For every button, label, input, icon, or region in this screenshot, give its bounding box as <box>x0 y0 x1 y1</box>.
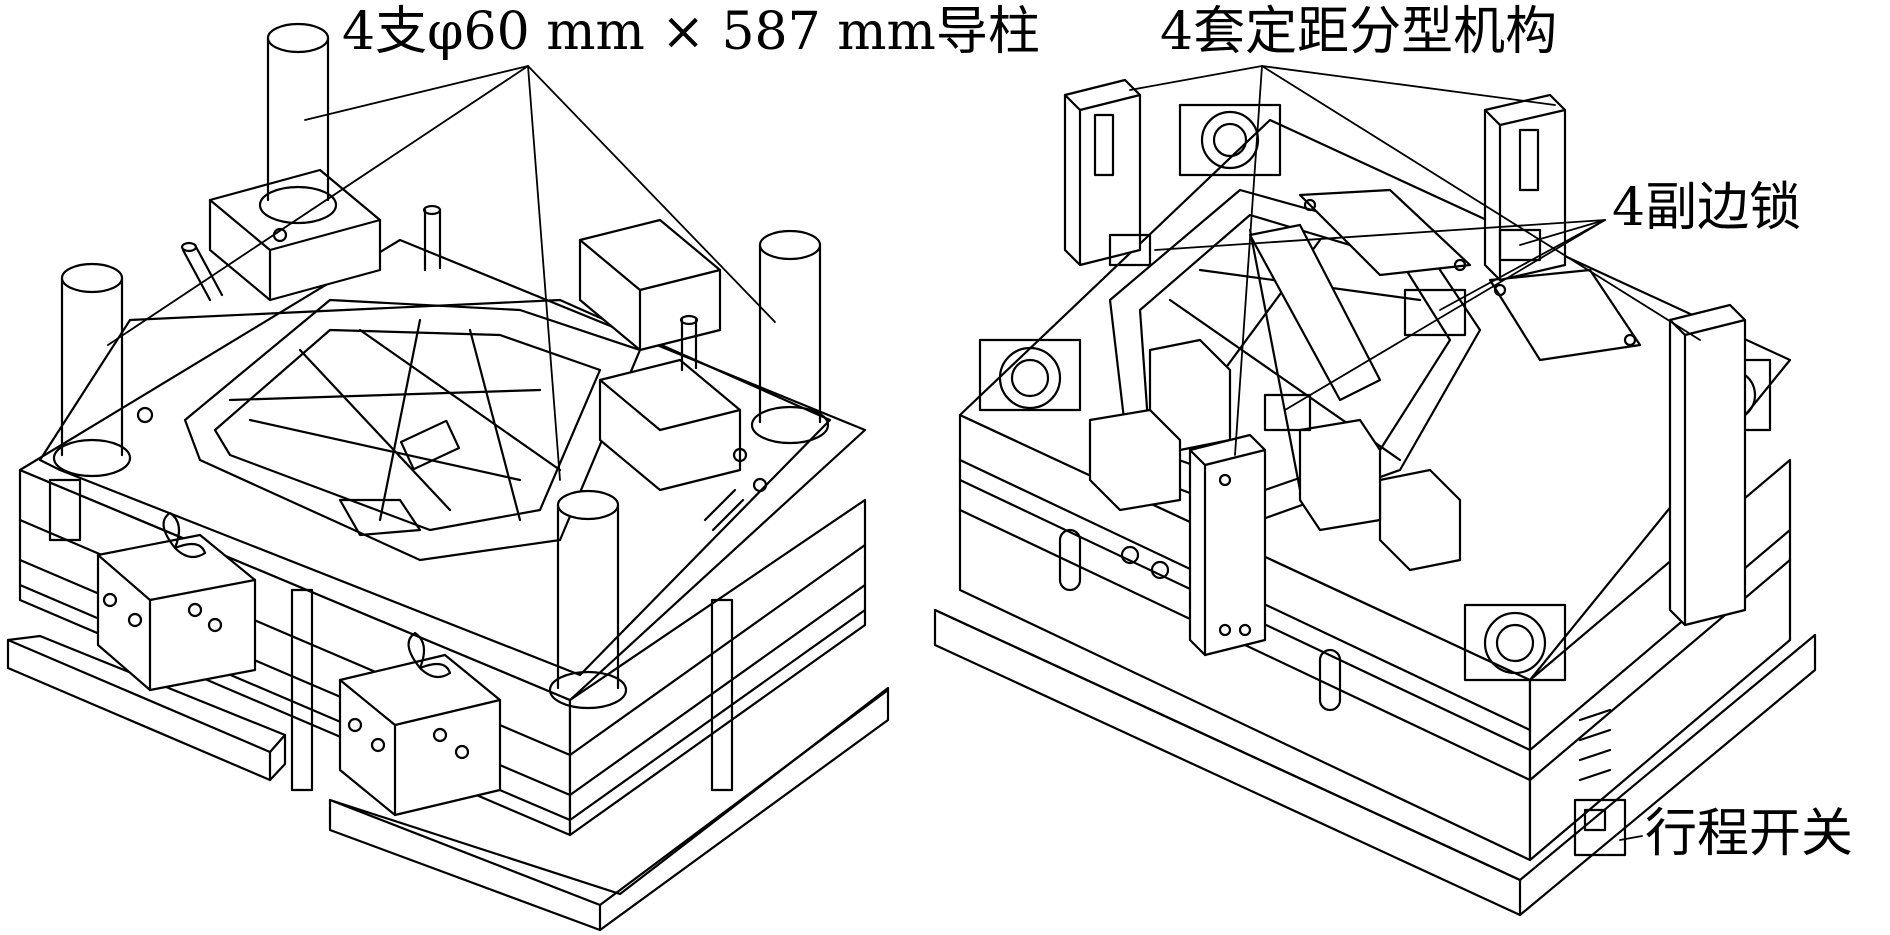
left-clamp-plate-left <box>6 634 287 782</box>
right-base-plate <box>933 608 1817 917</box>
left-mold <box>6 22 890 932</box>
leader-lines <box>107 65 1701 841</box>
right-parting-post-2 <box>1483 93 1567 282</box>
travel-switch-label: 行程开关 <box>1645 804 1854 864</box>
left-front-block-2 <box>338 631 502 817</box>
right-side-locks <box>1108 228 1542 432</box>
left-guide-pillar-4 <box>548 489 628 710</box>
left-guide-pillar-1 <box>258 22 338 225</box>
left-side-straps <box>48 478 734 792</box>
side-locks-label: 4副边锁 <box>1612 178 1802 238</box>
left-front-block-1 <box>96 511 257 692</box>
left-clamp-plate-right <box>328 686 890 932</box>
right-parting-post-1 <box>1063 78 1142 267</box>
left-guide-pillar-3 <box>750 229 830 445</box>
right-parting-post-4 <box>1668 303 1747 627</box>
right-parting-post-3 <box>1188 433 1267 657</box>
right-travel-switch <box>1573 708 1627 857</box>
right-top-plate <box>958 103 1792 682</box>
right-internal-blocks <box>1088 338 1462 572</box>
left-pins <box>136 204 768 532</box>
right-mold <box>933 78 1817 917</box>
parting-mechanism-label: 4套定距分型机构 <box>1160 2 1558 62</box>
left-guide-pillar-2 <box>52 262 132 478</box>
left-top-plate <box>18 238 867 702</box>
guide-pillars-label: 4支φ60 mm × 587 mm导柱 <box>342 2 1040 62</box>
